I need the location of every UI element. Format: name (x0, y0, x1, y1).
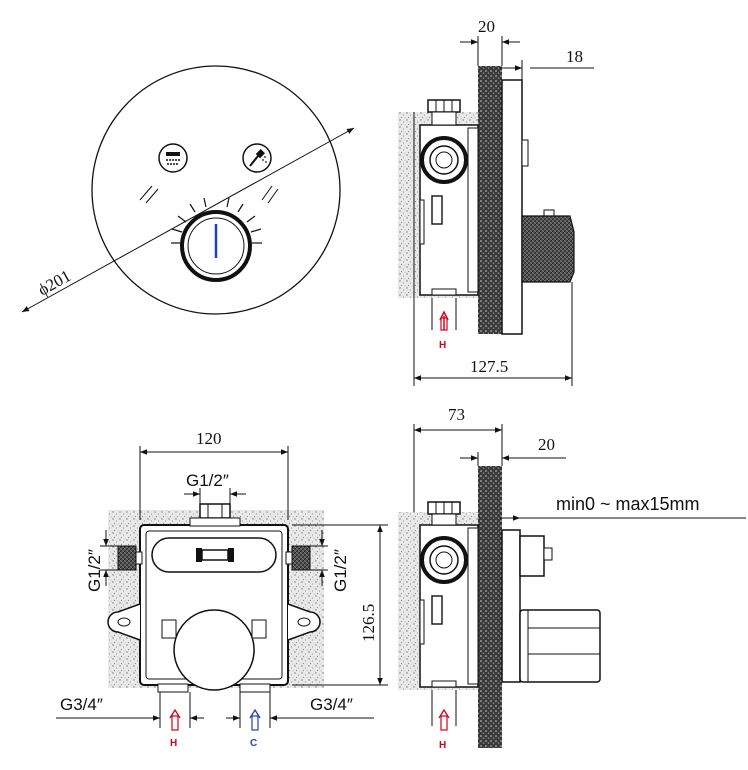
range-note: min0 ~ max15mm (556, 494, 700, 514)
side-view-bottom: H 73 20 min0 ~ max15mm (398, 405, 746, 751)
side-view-top: H 127.5 20 18 (398, 17, 594, 386)
wall-dimension: 20 (478, 17, 495, 36)
shower-function-button[interactable] (158, 143, 188, 173)
cover-plate-edge (501, 79, 523, 335)
depth-dimension-bottom: 73 (448, 405, 465, 424)
box-width-dimension: 120 (196, 429, 222, 448)
hand-shower-icon (249, 149, 267, 167)
wall-section-bottom (478, 466, 502, 748)
plate-dimension: 18 (566, 47, 583, 66)
box-height-dimension: 126.5 (359, 604, 378, 642)
bottom-left-port-label: G3/4″ (60, 695, 103, 714)
cold-inlet-label: C (250, 738, 257, 749)
depth-dimension: 127.5 (470, 357, 508, 376)
side-knob (521, 215, 575, 283)
hand-shower-function-button[interactable] (242, 143, 272, 173)
top-port-label: G1/2″ (186, 471, 229, 490)
box-front-view: H C 120 G1/2″ G1/2″ G1/2″ 126.5 G3/4″ (56, 429, 388, 749)
inlet-hot-label: H (439, 340, 446, 351)
wall-dimension-bottom: 20 (538, 435, 555, 454)
hot-inlet-label: H (170, 738, 177, 749)
diameter-leader (21, 127, 355, 313)
front-plate-view: ϕ201 (21, 65, 355, 315)
temperature-knob[interactable] (180, 210, 252, 282)
right-port-label: G1/2″ (331, 549, 350, 592)
overhead-shower-icon (166, 152, 180, 165)
left-port-label: G1/2″ (85, 549, 104, 592)
inlet-hot-label-bottom: H (439, 740, 446, 751)
wall-section (478, 66, 502, 334)
temperature-scale-ticks (171, 197, 262, 244)
bottom-right-port-label: G3/4″ (310, 695, 353, 714)
